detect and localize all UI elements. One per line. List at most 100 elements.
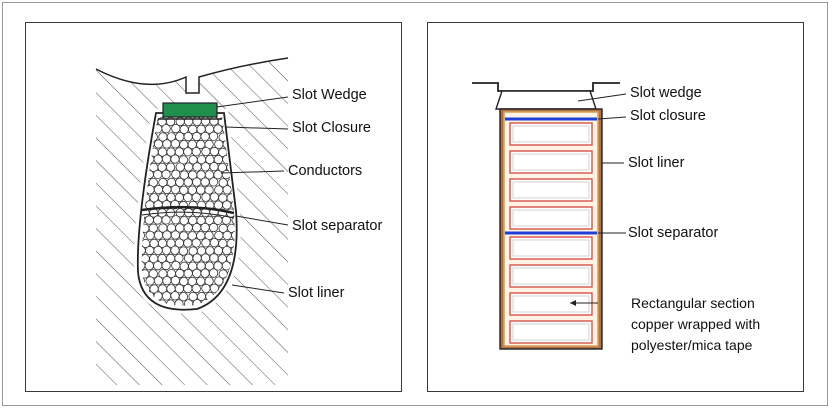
- round-conductor-strand: [209, 253, 219, 263]
- round-conductor-strand: [201, 192, 211, 202]
- label-slot-closure: Slot closure: [630, 108, 706, 124]
- round-conductor-strand: [231, 215, 235, 225]
- round-conductor-strand: [192, 268, 202, 278]
- label-slot-separator: Slot separator: [628, 225, 719, 241]
- figure-frame: [2, 2, 828, 406]
- label-conductor-line-3: polyester/mica tape: [631, 337, 753, 353]
- round-conductor-strand: [192, 162, 202, 172]
- round-conductor-strand: [161, 260, 171, 271]
- round-conductor-strand: [171, 169, 181, 179]
- round-wire-slot-panel: Slot Wedge Slot Closure Conductors Slot …: [25, 22, 402, 392]
- round-conductor-strand: [161, 154, 172, 164]
- round-conductor-strand: [166, 162, 176, 172]
- round-conductor-strand: [184, 253, 194, 263]
- round-conductor-strand: [162, 139, 172, 149]
- round-conductor-strand: [178, 246, 188, 256]
- round-conductor-strand: [162, 230, 172, 240]
- round-conductor-strand: [183, 132, 193, 142]
- label-conductor-line-2: copper wrapped with: [631, 316, 761, 332]
- round-conductor-strand: [200, 223, 210, 233]
- rectangular-conductors: [509, 122, 593, 344]
- leader-slot-wedge: [216, 96, 289, 108]
- conductor-insulation: [512, 125, 590, 143]
- round-conductor-strand: [183, 238, 193, 248]
- round-conductor-strand: [192, 223, 202, 233]
- round-conductor-strand: [200, 253, 211, 263]
- round-conductor-strand: [209, 177, 219, 187]
- slot-wedge-block: [162, 102, 218, 118]
- conductor-insulation: [512, 181, 590, 199]
- round-conductor-strand: [209, 268, 219, 278]
- rectangular-conductor-slot-panel: Slot wedge Slot closure Slot liner Slot …: [427, 22, 804, 392]
- label-slot-wedge: Slot Wedge: [292, 87, 367, 103]
- round-conductor-strand: [153, 139, 164, 149]
- round-conductor-strand: [183, 192, 193, 202]
- round-conductor-strand: [145, 230, 155, 240]
- conductor-insulation: [512, 153, 590, 171]
- round-conductor-strand: [222, 200, 232, 210]
- round-conductor-strand: [153, 245, 163, 255]
- round-conductor-strand: [191, 147, 201, 157]
- round-conductor-strand: [200, 177, 210, 187]
- round-conductor-strand: [145, 245, 155, 256]
- round-conductor-strand: [221, 261, 231, 271]
- label-slot-separator: Slot separator: [292, 218, 383, 234]
- round-conductor-strand: [170, 245, 180, 255]
- conductor-insulation: [512, 323, 590, 341]
- label-conductors: Conductors: [288, 163, 363, 179]
- round-conductor-strand: [153, 230, 164, 240]
- slot-wedge-shape: [495, 90, 597, 110]
- round-conductor-strand: [209, 116, 219, 126]
- leader-slot-closure: [597, 116, 627, 120]
- round-conductor-strand: [162, 276, 172, 286]
- conductor-insulation: [512, 209, 590, 227]
- round-conductor-strand: [200, 131, 210, 142]
- round-conductor-strand: [153, 154, 163, 164]
- conductor-insulation: [512, 267, 590, 285]
- round-conductor-strand: [162, 184, 172, 195]
- round-conductor-strand: [161, 245, 172, 255]
- round-conductor-strand: [153, 276, 164, 286]
- round-conductor-strand: [144, 261, 154, 271]
- round-conductor-strand: [170, 276, 180, 286]
- round-conductor-strand: [153, 261, 163, 271]
- round-conductor-strand: [201, 283, 211, 293]
- round-conductor-strand: [170, 139, 180, 149]
- round-conductor-strand: [222, 246, 232, 256]
- round-conductor-strand: [192, 253, 202, 263]
- round-conductor-strand: [171, 124, 181, 134]
- round-conductor-strand: [183, 177, 193, 187]
- round-conductor-strand: [209, 192, 219, 202]
- round-conductor-strand: [145, 276, 155, 286]
- round-conductor-strand: [161, 291, 172, 301]
- leader-slot-separator: [235, 215, 289, 226]
- round-conductor-strand: [161, 124, 171, 134]
- round-conductor-strand: [183, 268, 193, 278]
- round-conductor-strand: [227, 223, 235, 233]
- round-conductor-strand: [144, 215, 154, 225]
- round-conductor-strand: [170, 230, 180, 240]
- round-conductor-strand: [209, 283, 219, 293]
- round-conductor-strand: [209, 222, 219, 233]
- label-rectangular-conductor: Rectangular section copper wrapped with …: [631, 293, 760, 356]
- round-conductor-strand: [192, 131, 202, 142]
- round-conductor-strand: [183, 223, 193, 233]
- round-wire-slot-diagram: [95, 57, 289, 385]
- leader-slot-liner: [231, 284, 285, 294]
- label-slot-wedge: Slot wedge: [630, 85, 702, 101]
- round-conductor-strand: [201, 238, 211, 248]
- round-conductor-strand: [153, 169, 163, 179]
- round-conductor-strand: [170, 154, 180, 164]
- round-conductor-strand: [200, 162, 211, 172]
- round-conductor-strand: [191, 283, 201, 294]
- round-conductor-strand: [209, 162, 219, 172]
- leader-slot-wedge: [577, 93, 627, 102]
- round-conductor-strand: [183, 147, 193, 157]
- round-conductor-strand: [184, 162, 194, 172]
- round-conductor-strand: [191, 238, 201, 248]
- label-slot-liner: Slot liner: [628, 155, 685, 171]
- round-conductor-strand: [201, 147, 211, 157]
- round-conductor-strand: [231, 230, 235, 240]
- label-conductor-line-1: Rectangular section: [631, 295, 755, 311]
- round-conductor-strand: [209, 146, 219, 157]
